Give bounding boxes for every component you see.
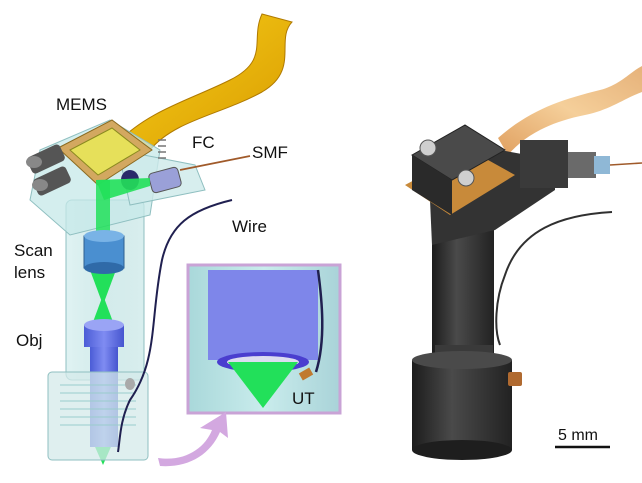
label-mems: MEMS	[56, 95, 107, 114]
mems-mirror-frame	[69, 127, 141, 176]
prototype-column	[432, 230, 494, 360]
label-fc: FC	[192, 133, 215, 152]
wire	[117, 199, 233, 453]
scan-lens	[83, 230, 125, 274]
prototype-photo	[405, 66, 642, 460]
threaded-base	[47, 371, 149, 461]
inset-beam	[228, 362, 298, 408]
flex-ribbon	[117, 13, 293, 151]
spring	[158, 139, 166, 159]
laser-beam	[90, 178, 150, 465]
prototype-base	[412, 360, 512, 450]
inset-ut	[186, 263, 342, 415]
prototype-ribbon	[498, 66, 642, 155]
label-scan-lens-line1: Scan	[14, 241, 53, 260]
transparent-probe	[26, 13, 293, 465]
ut-element	[298, 367, 314, 381]
fiber-collimator	[148, 166, 182, 194]
smf-fiber	[179, 155, 251, 171]
label-wire: Wire	[232, 217, 267, 236]
inset-pointer-arrow	[158, 412, 228, 467]
label-obj: Obj	[16, 331, 42, 350]
label-scale-bar: 5 mm	[558, 427, 598, 444]
label-ut: UT	[292, 389, 315, 408]
label-smf: SMF	[252, 143, 288, 162]
label-scan-lens-line2: lens	[14, 263, 45, 282]
prototype-wire	[495, 211, 613, 346]
clamp-screws	[26, 144, 71, 196]
inset-wire	[314, 269, 324, 373]
